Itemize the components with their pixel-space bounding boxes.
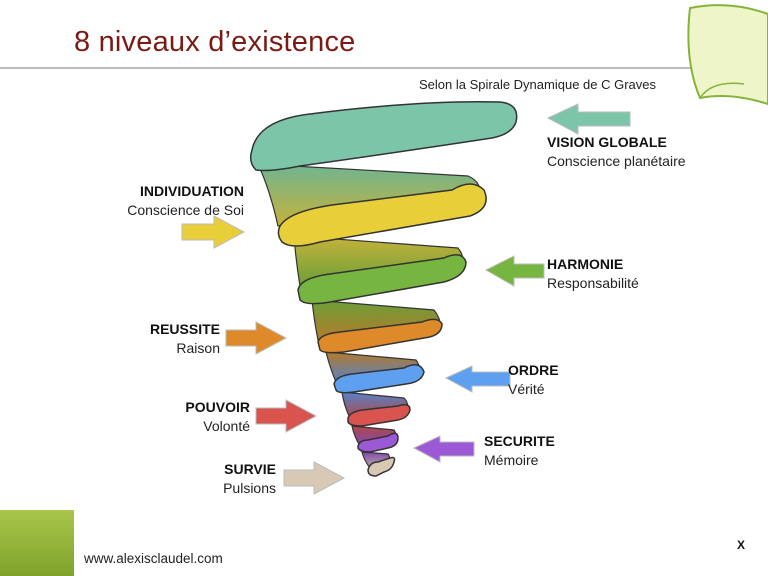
label-ordre-subtitle: Vérité — [508, 381, 545, 397]
label-pouvoir: POUVOIR Volonté — [185, 398, 250, 436]
label-individuation-title: INDIVIDUATION — [140, 183, 244, 199]
spiral-band-harmonie — [297, 254, 467, 305]
spiral-band-securite — [357, 432, 399, 453]
label-reussite-subtitle: Raison — [176, 340, 220, 356]
label-reussite-title: REUSSITE — [149, 321, 220, 337]
arrow-harmonie — [484, 255, 545, 287]
label-securite-title: SECURITE — [484, 433, 555, 449]
title-divider — [0, 67, 768, 69]
label-survie: SURVIE Pulsions — [223, 460, 276, 498]
spiral-band-survie — [367, 456, 396, 477]
arrow-securite — [412, 435, 475, 463]
arrow-vision — [546, 103, 631, 135]
label-harmonie: HARMONIE Responsabilité — [547, 255, 639, 293]
label-reussite: REUSSITE Raison — [150, 320, 220, 358]
page-title: 8 niveaux d’existence — [74, 26, 356, 58]
subtitle: Selon la Spirale Dynamique de C Graves — [419, 77, 657, 92]
spiral-band-reussite — [317, 318, 443, 354]
spiral-band-pouvoir — [347, 403, 411, 427]
spiral-band-individuation — [277, 183, 487, 247]
label-pouvoir-title: POUVOIR — [185, 399, 250, 415]
spiral-band-vision — [249, 101, 518, 172]
label-vision: VISION GLOBALE Conscience planétaire — [547, 133, 686, 171]
arrow-reussite — [225, 321, 288, 355]
arrow-ordre — [444, 365, 511, 393]
arrow-pouvoir — [255, 399, 318, 433]
footer-url: www.alexisclaudel.com — [84, 551, 223, 566]
label-individuation: INDIVIDUATION Conscience de Soi — [127, 182, 244, 220]
slide-number: X — [737, 538, 746, 552]
label-ordre: ORDRE Vérité — [508, 361, 559, 399]
label-pouvoir-subtitle: Volonté — [203, 418, 250, 434]
label-individuation-subtitle: Conscience de Soi — [127, 202, 244, 218]
label-vision-subtitle: Conscience planétaire — [547, 153, 686, 169]
label-survie-title: SURVIE — [224, 461, 276, 477]
label-harmonie-subtitle: Responsabilité — [547, 275, 639, 291]
label-survie-subtitle: Pulsions — [223, 480, 276, 496]
label-harmonie-title: HARMONIE — [547, 256, 624, 272]
arrow-individuation — [181, 215, 246, 249]
arrow-survie — [283, 461, 346, 495]
label-vision-title: VISION GLOBALE — [547, 134, 667, 150]
spiral-band-ordre — [333, 364, 425, 394]
corner-accent-block — [0, 510, 74, 576]
label-securite-subtitle: Mémoire — [484, 452, 539, 468]
label-ordre-title: ORDRE — [508, 362, 559, 378]
label-securite: SECURITE Mémoire — [484, 432, 555, 470]
